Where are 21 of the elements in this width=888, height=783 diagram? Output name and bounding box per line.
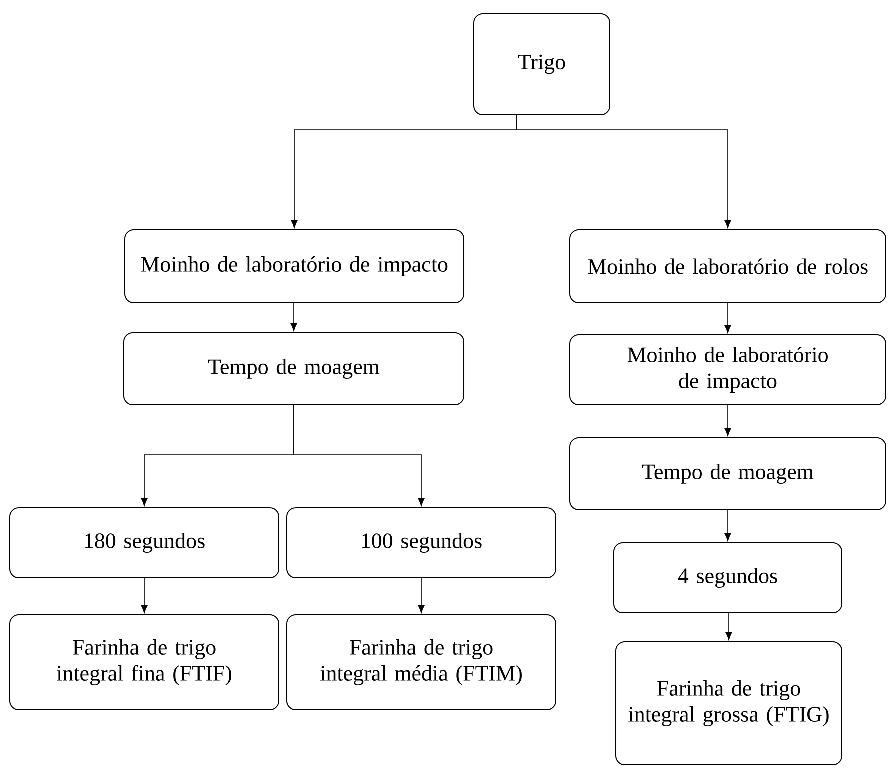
process-box: Trigo [474, 13, 610, 116]
arrow [418, 578, 425, 614]
process-box: 4 segundos [614, 542, 842, 614]
arrow [294, 405, 425, 506]
process-box: Tempo de moagem [570, 437, 886, 510]
arrow [290, 303, 298, 332]
process-box: Moinho de laboratório de impacto [124, 229, 464, 304]
process-box: 100 segundos [286, 507, 556, 578]
process-box: Tempo de moagem [124, 332, 464, 406]
process-box: Moinho de laboratório de rolos [570, 229, 886, 304]
arrow [726, 613, 732, 640]
arrow [724, 405, 732, 436]
process-box: Moinho de laboratório de impacto [570, 334, 886, 406]
arrow [141, 578, 148, 614]
arrow [724, 510, 732, 542]
arrow [724, 303, 732, 334]
process-box: Farinha de trigo integral grossa (FTIG) [616, 641, 842, 766]
arrow [516, 115, 732, 228]
process-box: Farinha de trigo integral média (FTIM) [286, 614, 556, 710]
process-box: Farinha de trigo integral fina (FTIF) [10, 614, 280, 710]
process-box: 180 segundos [10, 507, 280, 578]
